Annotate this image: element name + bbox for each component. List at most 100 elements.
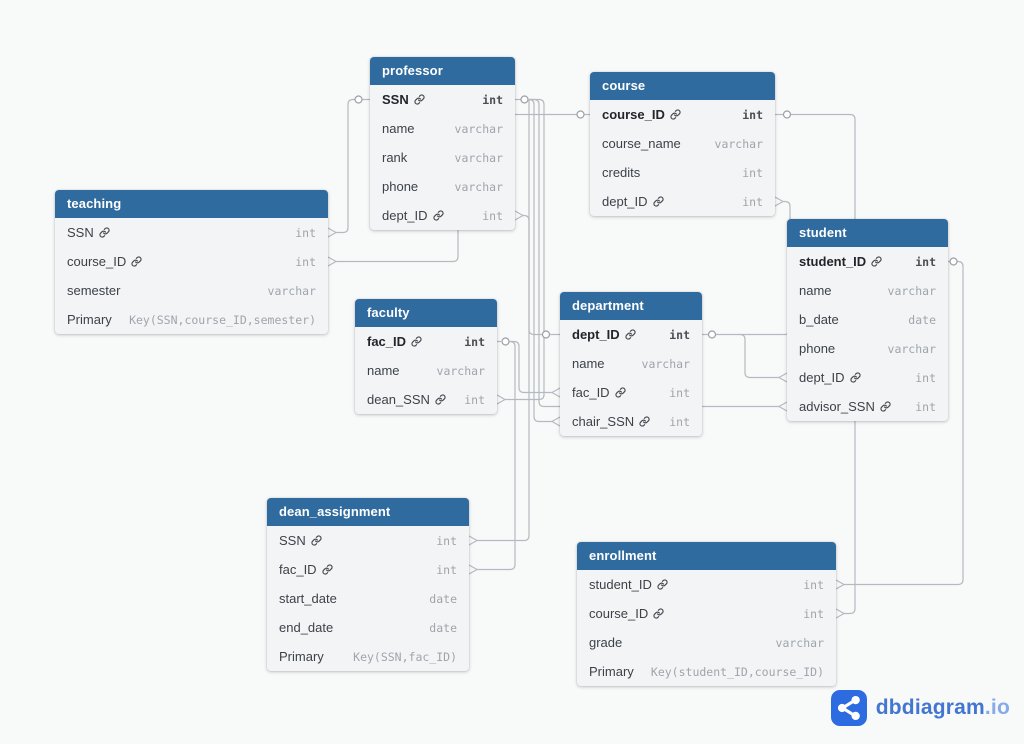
- field-type: int: [436, 562, 457, 577]
- field-type: int: [915, 399, 936, 414]
- field-type: varchar: [775, 635, 824, 650]
- field-name: dept_ID: [602, 194, 648, 209]
- field-name: student_ID: [799, 254, 867, 269]
- one-circle: [541, 330, 551, 339]
- field-type: Key(SSN,fac_ID): [353, 649, 457, 664]
- table-header-course[interactable]: course: [590, 72, 775, 100]
- link-icon: [880, 401, 891, 412]
- field-name: Primary: [67, 312, 112, 327]
- relationship-line-course.dept_ID-to-department.dept_ID: [702, 196, 791, 339]
- table-header-teaching[interactable]: teaching: [55, 190, 328, 218]
- table-header-department[interactable]: department: [560, 292, 702, 320]
- many-arrow: [551, 416, 561, 427]
- field-type: int: [295, 225, 316, 240]
- field-name: name: [572, 356, 605, 371]
- relationship-line-enrollment.student_ID-to-student.student_ID: [835, 257, 964, 590]
- link-icon: [670, 109, 681, 120]
- field-type: int: [482, 92, 503, 107]
- relationship-line-department.fac_ID-to-faculty.fac_ID: [497, 337, 561, 398]
- field-type: date: [429, 620, 457, 635]
- link-icon: [99, 227, 110, 238]
- one-circle: [707, 330, 717, 339]
- table-header-dean_assignment[interactable]: dean_assignment: [267, 498, 469, 526]
- dbdiagram-logo-text: dbdiagram.io: [876, 696, 1010, 720]
- table-header-faculty[interactable]: faculty: [355, 299, 497, 327]
- table-header-professor[interactable]: professor: [370, 57, 515, 85]
- field-type: int: [295, 254, 316, 269]
- one-circle: [782, 110, 792, 119]
- field-name: name: [799, 283, 832, 298]
- field-type: varchar: [454, 179, 503, 194]
- field-name: dept_ID: [799, 370, 845, 385]
- field-type: date: [429, 591, 457, 606]
- link-icon: [432, 210, 444, 221]
- table-header-enrollment[interactable]: enrollment: [577, 542, 836, 570]
- field-row-teaching-course_ID[interactable]: course_ID int: [55, 247, 328, 276]
- relationship-line-student.dept_ID-to-department.dept_ID: [739, 333, 788, 383]
- field-name: credits: [602, 165, 641, 180]
- table-header-student[interactable]: student: [787, 219, 948, 247]
- field-name: rank: [382, 150, 408, 165]
- many-arrow: [496, 394, 506, 405]
- field-name: name: [382, 121, 415, 136]
- dbdiagram-logo-icon: [830, 690, 867, 726]
- link-icon: [653, 608, 664, 619]
- field-name: course_ID: [67, 254, 127, 269]
- field-type: date: [908, 312, 936, 327]
- dbdiagram-logo[interactable]: dbdiagram.io: [830, 690, 1010, 726]
- link-icon: [625, 329, 636, 340]
- field-name: advisor_SSN: [799, 399, 875, 414]
- logo-name: dbdiagram: [875, 696, 985, 719]
- one-circle: [501, 337, 510, 346]
- link-icon: [414, 94, 425, 105]
- many-arrow: [468, 535, 478, 546]
- field-name: SSN: [279, 533, 306, 548]
- field-row-student-advisor_SSN[interactable]: advisor_SSN int: [787, 392, 948, 421]
- many-arrow: [778, 372, 788, 383]
- field-name: course_ID: [589, 606, 649, 621]
- many-arrow: [778, 401, 788, 412]
